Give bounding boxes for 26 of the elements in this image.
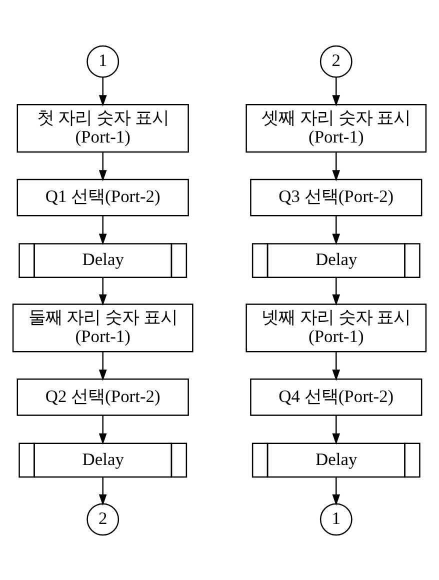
node-circle: 1 [86,44,120,78]
arrow [98,152,107,181]
arrow [332,476,340,506]
node-box: Q4 선택(Port-2) [250,378,422,416]
arrow [332,215,340,244]
node-box: Q2 선택(Port-2) [16,378,189,416]
node-box: Q1 선택(Port-2) [16,178,189,216]
arrow [98,476,107,506]
arrow [332,414,340,444]
node-box: 넷째 자리 숫자 표시 (Port-1) [246,303,427,352]
arrow [332,276,340,306]
arrow [332,152,340,181]
arrow [98,215,107,244]
node-circle: 2 [320,44,352,78]
arrow [98,76,107,106]
node-box: 셋째 자리 숫자 표시 (Port-1) [246,104,427,152]
arrow [98,276,107,306]
node-circle: 2 [86,502,120,536]
node-box: Q3 선택(Port-2) [250,178,422,216]
node-box: 둘째 자리 숫자 표시 (Port-1) [12,303,194,352]
node-circle: 1 [320,502,352,536]
arrow [332,351,340,380]
node-box: 첫 자리 숫자 표시 (Port-1) [16,104,189,152]
arrow [332,76,340,106]
arrow [98,351,107,380]
arrow [98,414,107,444]
